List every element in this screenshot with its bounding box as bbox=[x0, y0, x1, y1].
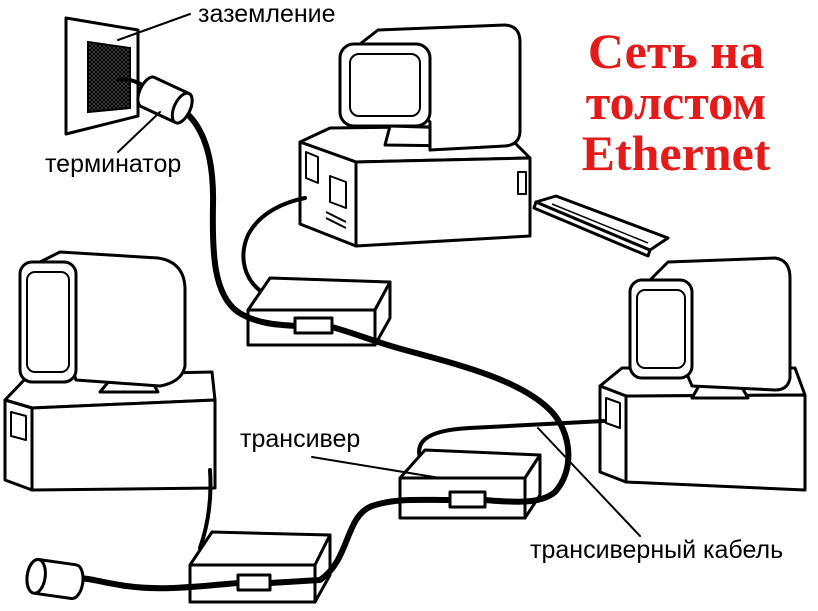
left-drive-slot bbox=[11, 412, 26, 440]
terminator-bottom bbox=[25, 558, 85, 599]
grounding-label: заземление bbox=[198, 0, 336, 28]
transceiver-label: трансивер bbox=[240, 425, 360, 453]
transceiver-middle-connector bbox=[450, 492, 485, 507]
transceiver-top-connector bbox=[295, 318, 332, 333]
left-computer bbox=[5, 252, 215, 490]
terminator-label: терминатор bbox=[45, 150, 181, 178]
transceiver-top bbox=[248, 278, 390, 345]
top-keyboard bbox=[534, 196, 668, 256]
diagram-title: Сеть на толстом Ethernet bbox=[582, 23, 771, 181]
transceiver-bottom-connector bbox=[238, 575, 270, 590]
right-drive-slot bbox=[606, 398, 620, 428]
top-drive-slot bbox=[306, 152, 318, 183]
right-monitor bbox=[630, 258, 790, 398]
grounding-wall-plate bbox=[66, 18, 138, 134]
terminator-top bbox=[134, 74, 196, 126]
left-monitor bbox=[20, 252, 185, 392]
title-line: Сеть на bbox=[588, 23, 764, 79]
top-monitor-screen bbox=[350, 54, 420, 116]
right-computer bbox=[600, 258, 805, 490]
top-drive-slot bbox=[330, 176, 346, 208]
title-line: Ethernet bbox=[582, 125, 771, 181]
title-line: толстом bbox=[586, 74, 767, 130]
right-monitor-screen bbox=[637, 290, 685, 368]
transceiver-cable-label: трансиверный кабель bbox=[530, 536, 783, 564]
left-monitor-screen bbox=[27, 272, 69, 372]
